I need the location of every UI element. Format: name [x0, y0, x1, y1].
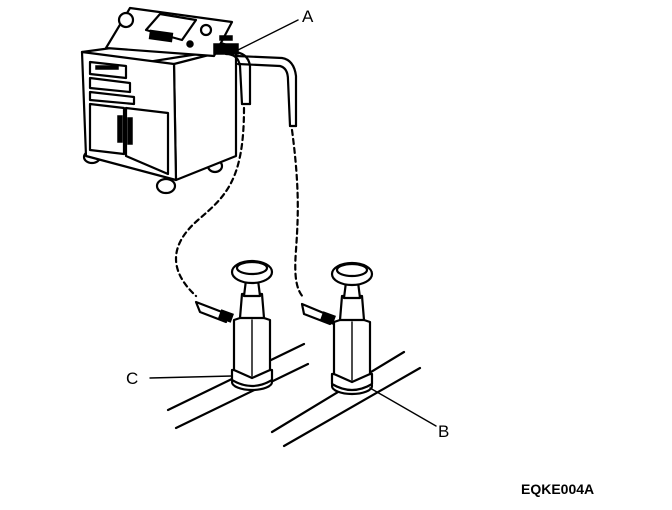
leader-b — [369, 387, 437, 427]
cabinet-handle-left — [117, 115, 123, 143]
stand-left-cap-top — [235, 260, 269, 276]
stand-left-neck — [238, 292, 266, 320]
cabinet-door-right — [124, 106, 170, 176]
console-keypad — [148, 29, 174, 43]
cabinet-drawer-2 — [88, 76, 132, 94]
rail-left-lower — [174, 362, 310, 430]
analyzer-cabinet — [80, 6, 239, 195]
sensor-cable-left — [175, 106, 246, 298]
console-knob — [186, 40, 194, 48]
callout-c: C — [126, 369, 138, 388]
stand-left-connector-tip — [218, 309, 234, 323]
cabinet-drawer-3 — [88, 90, 136, 106]
hose-left-outer — [224, 52, 244, 106]
stand-right-connector-tip — [320, 311, 336, 325]
console-indicator-strip — [219, 35, 233, 41]
stand-right-cap-top — [335, 262, 369, 278]
console-dial-left — [117, 11, 135, 29]
cabinet-drawer-slot — [95, 65, 119, 70]
callout-a: A — [302, 7, 314, 26]
figure-code: EQKE004A — [521, 481, 594, 497]
rail-right-lower — [282, 366, 422, 448]
hose-right-outer — [234, 54, 298, 128]
cabinet-wheel-front-right — [155, 177, 177, 195]
hose-right-inner — [236, 62, 292, 128]
cabinet-door-left — [88, 102, 126, 156]
leader-c — [149, 375, 233, 379]
console-dial-right — [199, 23, 213, 37]
cabinet-drawer-top — [88, 60, 128, 80]
cabinet-handle-right — [127, 117, 133, 145]
cabinet-side — [172, 46, 238, 182]
callout-b: B — [438, 422, 449, 441]
sensor-stand-left — [194, 259, 274, 392]
hose-assembly — [175, 50, 306, 300]
sensor-cable-right — [290, 128, 306, 300]
leader-a — [237, 19, 299, 51]
stand-right-neck — [338, 294, 366, 322]
sensor-stand-right — [300, 261, 374, 396]
